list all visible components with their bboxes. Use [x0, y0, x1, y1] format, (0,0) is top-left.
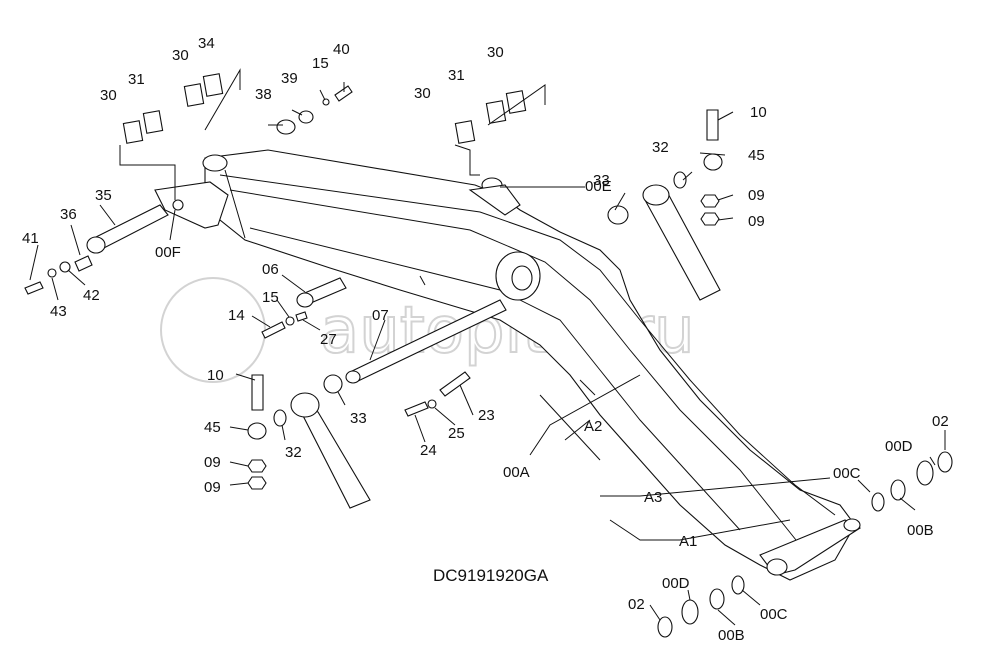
pin-35: [86, 204, 169, 254]
small-parts: [24, 73, 953, 638]
callout-02: 02: [628, 596, 645, 613]
callout-07: 07: [372, 307, 389, 324]
callout-32: 32: [285, 444, 302, 461]
callout-30: 30: [100, 87, 117, 104]
callout-34: 34: [198, 35, 215, 52]
callout-42: 42: [83, 287, 100, 304]
callout-00C: 00C: [833, 465, 861, 482]
callout-24: 24: [420, 442, 437, 459]
callout-09: 09: [748, 213, 765, 230]
callout-09: 09: [204, 454, 221, 471]
callout-00B: 00B: [718, 627, 745, 644]
callout-06: 06: [262, 261, 279, 278]
callout-00D: 00D: [662, 575, 690, 592]
callout-15: 15: [312, 55, 329, 72]
callout-10: 10: [207, 367, 224, 384]
callout-09: 09: [748, 187, 765, 204]
cylinder-rod-left: [290, 392, 371, 509]
pin-07: [345, 299, 507, 384]
callout-00E: 00E: [585, 178, 612, 195]
callout-A3: A3: [644, 489, 662, 506]
drawing-code: DC9191920GA: [433, 566, 549, 585]
callout-00F: 00F: [155, 244, 181, 261]
callout-45: 45: [204, 419, 221, 436]
callout-33: 33: [593, 172, 610, 189]
callout-labels: 30 31 30 34 38 39 15 40 30 31 30 10 32 4…: [22, 35, 949, 644]
callout-15: 15: [262, 289, 279, 306]
callout-09: 09: [204, 479, 221, 496]
callout-31: 31: [128, 71, 145, 88]
callout-33: 33: [350, 410, 367, 427]
callout-14: 14: [228, 307, 245, 324]
callout-00B: 00B: [907, 522, 934, 539]
callout-30: 30: [414, 85, 431, 102]
leader-lines: [29, 68, 946, 626]
callout-23: 23: [478, 407, 495, 424]
callout-30: 30: [487, 44, 504, 61]
callout-41: 41: [22, 230, 39, 247]
callout-32: 32: [652, 139, 669, 156]
callout-10: 10: [750, 104, 767, 121]
callout-38: 38: [255, 86, 272, 103]
callout-40: 40: [333, 41, 350, 58]
callout-00A: 00A: [503, 464, 530, 481]
callout-45: 45: [748, 147, 765, 164]
callout-00C: 00C: [760, 606, 788, 623]
callout-39: 39: [281, 70, 298, 87]
callout-30: 30: [172, 47, 189, 64]
callout-00D: 00D: [885, 438, 913, 455]
cylinder-rod-right: [642, 184, 721, 301]
callout-35: 35: [95, 187, 112, 204]
callout-36: 36: [60, 206, 77, 223]
callout-27: 27: [320, 331, 337, 348]
callout-A2: A2: [584, 418, 602, 435]
boom-structure: [154, 149, 862, 581]
callout-43: 43: [50, 303, 67, 320]
callout-02: 02: [932, 413, 949, 430]
callout-31: 31: [448, 67, 465, 84]
callout-A1: A1: [679, 533, 697, 550]
callout-25: 25: [448, 425, 465, 442]
pin-06: [296, 277, 347, 308]
